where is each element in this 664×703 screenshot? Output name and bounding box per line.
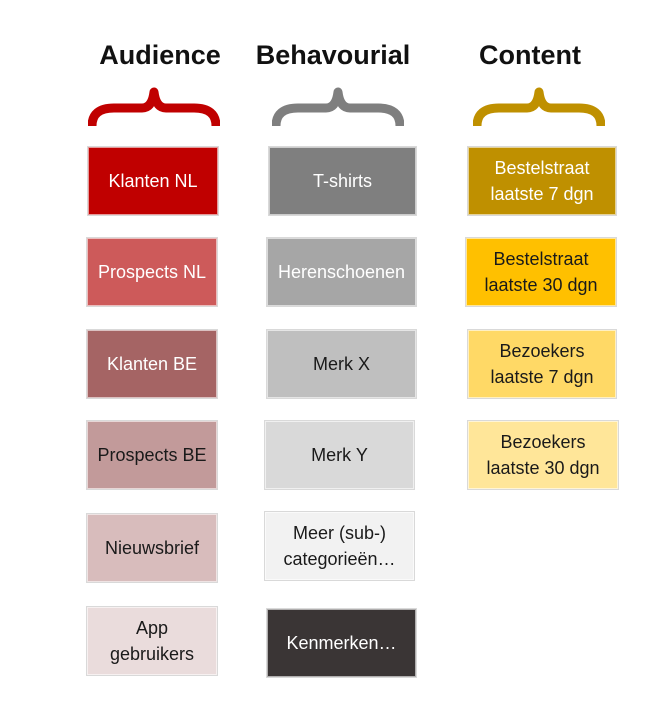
- behavourial-segment-label: Merk Y: [311, 445, 368, 465]
- behavourial-brace-icon: [272, 87, 404, 127]
- content-segment-label: Bezoekers laatste 7 dgn: [490, 341, 594, 387]
- audience-segment-box: Prospects NL: [87, 238, 217, 306]
- audience-segment-box: App gebruikers: [87, 607, 217, 675]
- behavourial-segment-label: Merk X: [312, 354, 370, 374]
- content-segment-label: Bestelstraat laatste 7 dgn: [490, 158, 594, 204]
- content-segment-box: Bezoekers laatste 30 dgn: [468, 421, 618, 489]
- audience-segment-label: Nieuwsbrief: [104, 538, 200, 558]
- behavourial-segment-box: Herenschoenen: [267, 238, 416, 306]
- behavourial-heading: Behavourial: [255, 40, 411, 70]
- audience-segment-label: Prospects BE: [97, 445, 207, 465]
- audience-segment-box: Prospects BE: [87, 421, 217, 489]
- content-brace-icon: [473, 87, 605, 127]
- content-segment-label: Bezoekers laatste 30 dgn: [486, 432, 600, 478]
- audience-heading: Audience: [99, 40, 221, 70]
- behavourial-segment-label: Meer (sub-) categorieën…: [283, 523, 396, 569]
- audience-segment-label: Klanten BE: [106, 354, 198, 374]
- content-heading: Content: [479, 40, 581, 70]
- audience-segment-box: Klanten BE: [87, 330, 217, 398]
- audience-segment-box: Nieuwsbrief: [87, 514, 217, 582]
- behavourial-segment-box: Merk Y: [265, 421, 414, 489]
- audience-segment-label: Prospects NL: [97, 262, 207, 282]
- audience-segment-label: App gebruikers: [109, 618, 195, 664]
- audience-brace-icon: [88, 87, 220, 127]
- behavourial-segment-box: Kenmerken…: [267, 609, 416, 677]
- audience-segment-label: Klanten NL: [108, 171, 198, 191]
- behavourial-segment-box: T-shirts: [269, 147, 416, 215]
- audience-segment-box: Klanten NL: [88, 147, 218, 215]
- behavourial-segment-box: Merk X: [267, 330, 416, 398]
- content-segment-box: Bezoekers laatste 7 dgn: [468, 330, 616, 398]
- content-segment-label: Bestelstraat laatste 30 dgn: [484, 249, 598, 295]
- behavourial-segment-label: Herenschoenen: [277, 262, 406, 282]
- behavourial-segment-label: T-shirts: [312, 171, 372, 191]
- content-segment-box: Bestelstraat laatste 7 dgn: [468, 147, 616, 215]
- behavourial-segment-label: Kenmerken…: [286, 633, 397, 653]
- behavourial-segment-box: Meer (sub-) categorieën…: [265, 512, 414, 580]
- content-segment-box: Bestelstraat laatste 30 dgn: [466, 238, 616, 306]
